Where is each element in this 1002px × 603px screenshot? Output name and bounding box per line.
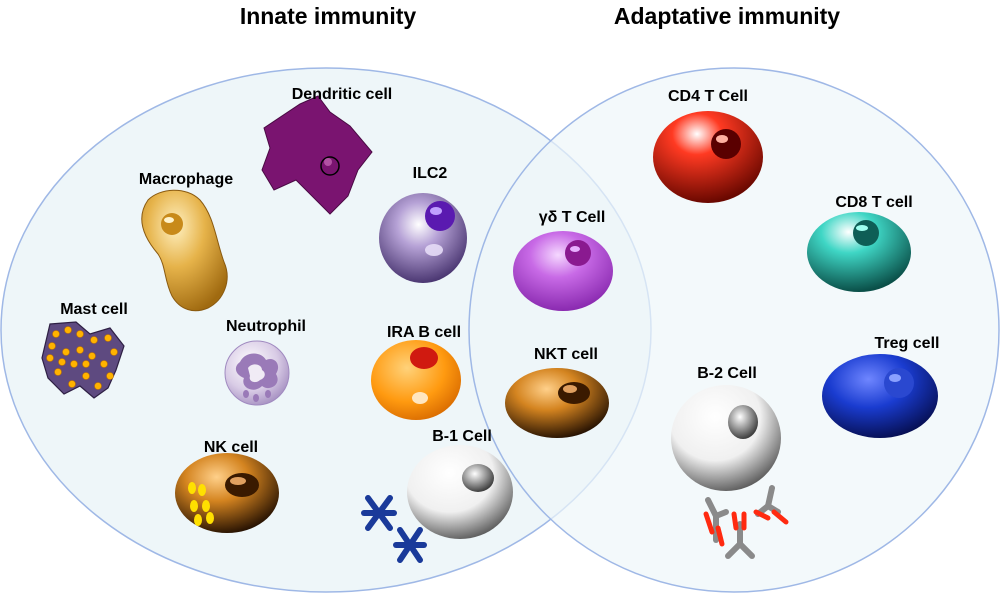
nkt-cell [505, 368, 609, 438]
neutrophil-cell [224, 340, 290, 406]
star-antigen-icon [361, 495, 427, 563]
adaptive-title: Adaptative immunity [614, 3, 840, 29]
b1-label: B-1 Cell [432, 428, 492, 445]
treg-label: Treg cell [875, 335, 940, 352]
nk-cell [175, 453, 279, 533]
ilc2-cell [379, 193, 467, 283]
nk-label: NK cell [204, 439, 258, 456]
antibody-icon [703, 485, 789, 559]
gd-t-cell [513, 231, 613, 311]
treg-cell [822, 354, 938, 438]
macrophage-cell [141, 189, 228, 312]
neutrophil-label: Neutrophil [226, 318, 306, 335]
dendritic-cell [261, 95, 373, 215]
macrophage-label: Macrophage [139, 171, 233, 188]
mast-cell [41, 321, 125, 399]
ira-b-label: IRA B cell [387, 324, 461, 341]
nkt-label: NKT cell [534, 346, 598, 363]
b1-cell [407, 445, 513, 539]
cd8-t-cell [807, 212, 911, 292]
cd4-t-cell [653, 111, 763, 203]
ilc2-label: ILC2 [413, 165, 448, 182]
adaptive-circle [468, 67, 1000, 593]
innate-title: Innate immunity [240, 3, 417, 29]
ira-b-cell [371, 340, 461, 420]
dendritic-label: Dendritic cell [292, 86, 392, 103]
b2-label: B-2 Cell [697, 365, 757, 382]
mast-label: Mast cell [60, 301, 128, 318]
cd4-label: CD4 T Cell [668, 88, 748, 105]
gd-t-label: γδ T Cell [539, 209, 606, 226]
cd8-label: CD8 T cell [835, 194, 912, 211]
b2-cell [671, 385, 781, 491]
